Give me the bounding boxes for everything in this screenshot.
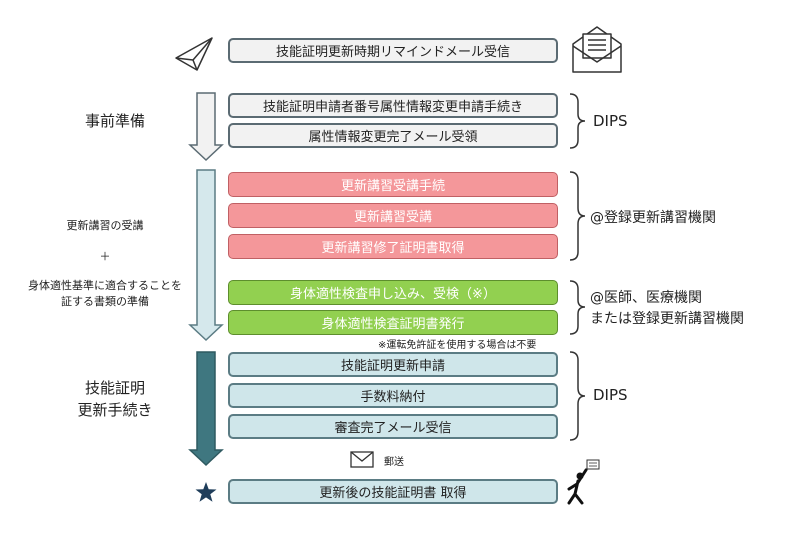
step-label: 更新講習受講手続 <box>340 179 445 194</box>
brace-medical <box>569 280 586 335</box>
star-icon <box>195 482 217 502</box>
step-course-apply: 更新講習受講手続 <box>228 172 558 197</box>
step-course-take: 更新講習受講 <box>228 203 558 228</box>
license-note: ※運転免許証を使用する場合は不要 <box>378 340 537 351</box>
step-fee-payment: 手数料納付 <box>228 383 558 408</box>
brace-dips-bottom-label: DIPS <box>593 386 628 404</box>
brace-dips-bottom <box>569 351 586 441</box>
step-label: 審査完了メール受信 <box>334 421 452 436</box>
stage-medical-label: 身体適性基準に適合することを 証する書類の準備 <box>0 278 210 310</box>
person-running-icon <box>567 459 600 505</box>
paper-plane-icon <box>175 37 213 71</box>
step-label: 身体適性検査申し込み、受検（※） <box>290 287 496 302</box>
step-label: 身体適性検査証明書発行 <box>321 317 465 332</box>
brace-medical-line2: または登録更新講習機関 <box>590 311 744 327</box>
brace-dips-top-label: DIPS <box>593 112 628 130</box>
step-label: 更新後の技能証明書 取得 <box>319 486 467 501</box>
stage-course-label: 更新講習の受講 <box>66 219 144 232</box>
stage-renew-label: 技能証明 更新手続き <box>50 378 180 422</box>
step-final-cert: 更新後の技能証明書 取得 <box>228 479 558 504</box>
stage-plus-label: ＋ <box>99 250 111 263</box>
stage-medical-line1: 身体適性基準に適合することを <box>28 279 182 292</box>
step-dips-receive: 属性情報変更完了メール受領 <box>228 123 558 148</box>
mail-letter-icon <box>572 26 622 73</box>
brace-medical-line1: @医師、医療機関 <box>590 290 702 306</box>
step-renew-apply: 技能証明更新申請 <box>228 352 558 377</box>
stage-renew-line1: 技能証明 <box>84 379 145 397</box>
renew-stage-arrow <box>188 351 224 467</box>
brace-course-org-label: @登録更新講習機関 <box>590 210 716 226</box>
stage-renew-line2: 更新手続き <box>77 400 153 419</box>
step-label: 更新講習修了証明書取得 <box>321 241 465 256</box>
step-label: 手数料納付 <box>360 390 426 405</box>
step-label: 更新講習受講 <box>353 210 432 225</box>
step-medical-cert: 身体適性検査証明書発行 <box>228 310 558 335</box>
stage-medical-line2: 証する書類の準備 <box>61 294 149 308</box>
step-review-mail: 審査完了メール受信 <box>228 414 558 439</box>
step-course-cert: 更新講習修了証明書取得 <box>228 234 558 259</box>
step-dips-apply: 技能証明申請者番号属性情報変更申請手続き <box>228 93 558 118</box>
step-label: 技能証明更新申請 <box>340 359 445 374</box>
step-medical-apply: 身体適性検査申し込み、受検（※） <box>228 280 558 305</box>
course-stage-arrow <box>188 169 224 342</box>
brace-dips-top <box>569 93 586 149</box>
step-label: 技能証明申請者番号属性情報変更申請手続き <box>262 100 523 115</box>
step-label: 属性情報変更完了メール受領 <box>308 130 478 145</box>
step-label: 技能証明更新時期リマインドメール受信 <box>275 45 510 60</box>
step-reminder-mail: 技能証明更新時期リマインドメール受信 <box>228 38 558 63</box>
brace-course <box>569 171 586 261</box>
pre-stage-arrow <box>188 92 224 162</box>
stage-pre-label: 事前準備 <box>84 112 145 130</box>
envelope-icon <box>350 451 374 468</box>
brace-medical-label: @医師、医療機関 または登録更新講習機関 <box>590 288 744 330</box>
mail-note: 郵送 <box>384 457 404 468</box>
